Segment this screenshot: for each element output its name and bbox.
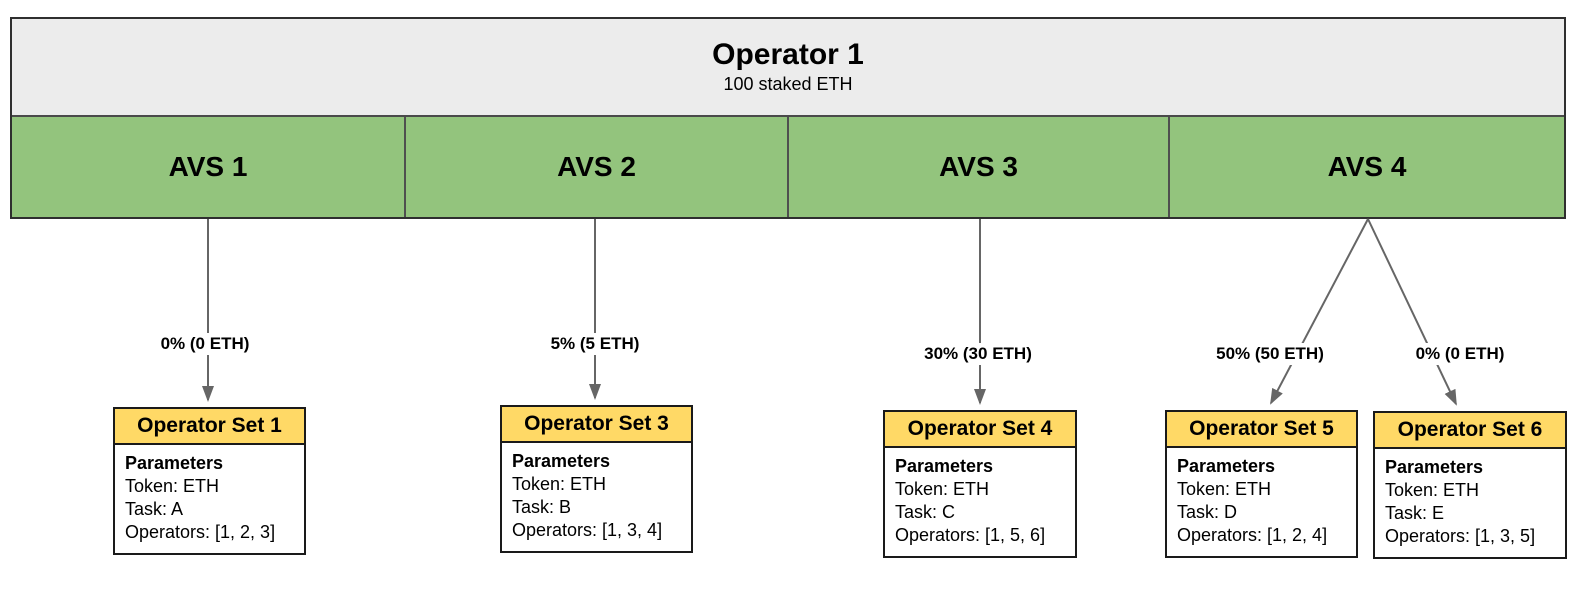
operators-line: Operators: [1, 2, 3] <box>125 522 276 542</box>
params-heading: Parameters <box>512 451 611 471</box>
operators-line: Operators: [1, 3, 4] <box>512 520 663 540</box>
task-line: Task: D <box>1177 502 1238 522</box>
avs-label-2: AVS 2 <box>557 151 636 182</box>
operator-set-card-5: Operator Set 5 Parameters Token: ETH Tas… <box>1165 410 1358 558</box>
task-line: Task: A <box>125 499 184 519</box>
operator-set-body-1: Parameters Token: ETH Task: A Operators:… <box>115 445 304 553</box>
allocation-label-5: 0% (0 ETH) <box>1410 343 1510 365</box>
operators-line: Operators: [1, 3, 5] <box>1385 526 1536 546</box>
operator-set-card-3: Operator Set 3 Parameters Token: ETH Tas… <box>500 405 693 553</box>
allocation-arrow-5 <box>1367 218 1457 406</box>
operator-set-card-6: Operator Set 6 Parameters Token: ETH Tas… <box>1373 411 1567 559</box>
operators-line: Operators: [1, 5, 6] <box>895 525 1046 545</box>
operator-set-card-4: Operator Set 4 Parameters Token: ETH Tas… <box>883 410 1077 558</box>
operator-set-title-1: Operator Set 1 <box>115 409 304 445</box>
task-line: Task: E <box>1385 503 1445 523</box>
allocation-label-3: 30% (30 ETH) <box>919 343 1037 365</box>
operator-header: Operator 1 100 staked ETH <box>12 19 1564 117</box>
operator-set-body-4: Parameters Token: ETH Task: C Operators:… <box>885 448 1075 556</box>
token-line: Token: ETH <box>125 476 220 496</box>
allocation-arrow-4 <box>1270 218 1369 405</box>
task-line: Task: B <box>512 497 572 517</box>
token-line: Token: ETH <box>512 474 607 494</box>
avs-label-4: AVS 4 <box>1327 151 1407 182</box>
operator-set-title-3: Operator Set 3 <box>502 407 691 443</box>
params-heading: Parameters <box>125 453 224 473</box>
params-heading: Parameters <box>1385 457 1484 477</box>
avs-cell-1: AVS 1 <box>12 117 405 217</box>
params-heading: Parameters <box>1177 456 1276 476</box>
token-line: Token: ETH <box>1385 480 1480 500</box>
operator-table: Operator 1 100 staked ETH AVS 1 AVS 2 AV… <box>10 17 1566 219</box>
allocation-label-1: 0% (0 ETH) <box>155 333 255 355</box>
avs-label-1: AVS 1 <box>168 151 248 182</box>
token-line: Token: ETH <box>1177 479 1272 499</box>
allocation-label-4: 50% (50 ETH) <box>1211 343 1329 365</box>
operator-set-card-1: Operator Set 1 Parameters Token: ETH Tas… <box>113 407 306 555</box>
operator-stake-subtitle: 100 staked ETH <box>723 74 853 94</box>
operator-set-title-6: Operator Set 6 <box>1375 413 1565 449</box>
operator-set-body-3: Parameters Token: ETH Task: B Operators:… <box>502 443 691 551</box>
operator-set-body-6: Parameters Token: ETH Task: E Operators:… <box>1375 449 1565 557</box>
avs-label-3: AVS 3 <box>939 151 1018 182</box>
task-line: Task: C <box>895 502 956 522</box>
token-line: Token: ETH <box>895 479 990 499</box>
avs-cell-3: AVS 3 <box>787 117 1169 217</box>
operators-line: Operators: [1, 2, 4] <box>1177 525 1328 545</box>
operator-set-body-5: Parameters Token: ETH Task: D Operators:… <box>1167 448 1356 556</box>
operator-title: Operator 1 <box>712 38 864 71</box>
operator-set-title-4: Operator Set 4 <box>885 412 1075 448</box>
params-heading: Parameters <box>895 456 994 476</box>
allocation-label-2: 5% (5 ETH) <box>545 333 645 355</box>
avs-row: AVS 1 AVS 2 AVS 3 AVS 4 <box>12 117 1564 217</box>
avs-cell-2: AVS 2 <box>404 117 788 217</box>
avs-cell-4: AVS 4 <box>1168 117 1564 217</box>
operator-set-title-5: Operator Set 5 <box>1167 412 1356 448</box>
